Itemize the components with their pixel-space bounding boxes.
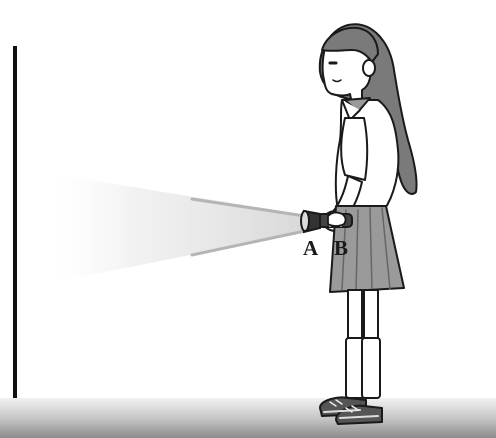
label-b: B <box>334 238 348 259</box>
floor <box>0 398 496 438</box>
label-a: A <box>303 238 318 259</box>
hand-fingers <box>328 212 346 226</box>
light-beam <box>40 172 305 285</box>
wall-line <box>13 46 17 398</box>
